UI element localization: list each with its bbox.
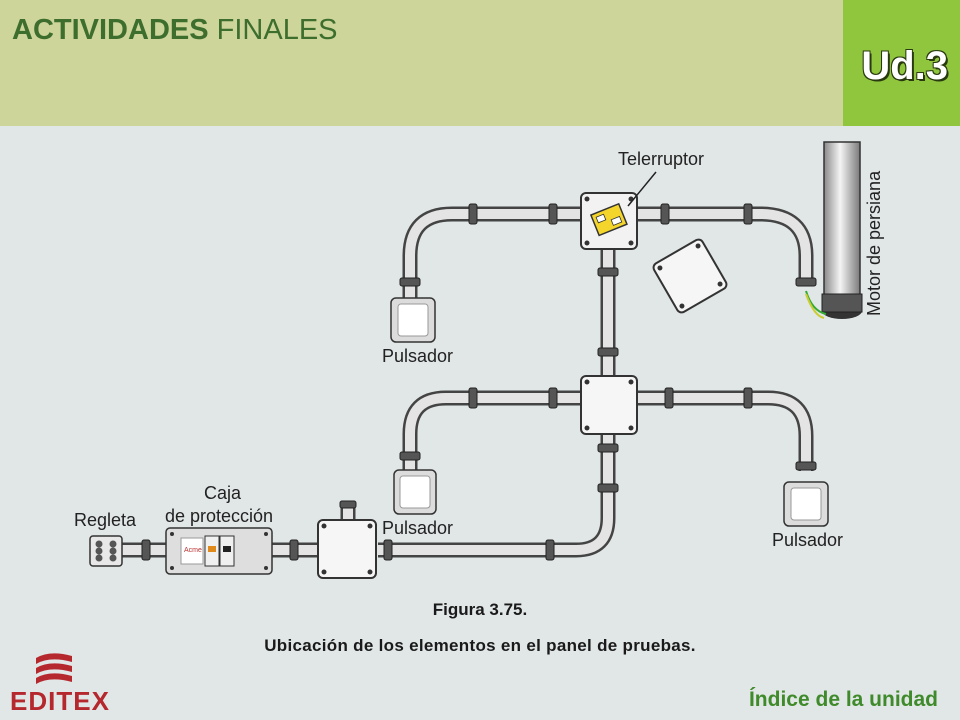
title-regular: FINALES — [216, 14, 338, 46]
header-bar: ACTIVIDADES FINALES — [0, 0, 843, 126]
caja-label-line2: de protección — [165, 506, 273, 526]
junction-box-middle — [580, 375, 638, 435]
junction-box-cover — [652, 238, 728, 314]
junction-box-bottom — [317, 519, 377, 579]
terminal-strip — [89, 535, 123, 567]
page-title: ACTIVIDADES FINALES — [12, 14, 338, 47]
unit-index-link[interactable]: Índice de la unidad — [748, 688, 938, 711]
conduit-fill — [120, 209, 811, 555]
wiring-diagram: Telerruptor Motor de persiana Pulsador P… — [74, 141, 884, 579]
unit-badge: Ud.3 — [843, 0, 960, 126]
telerruptor-device — [589, 202, 628, 237]
caja-label-line1: Caja — [204, 483, 242, 503]
motor-label: Motor de persiana — [864, 170, 884, 316]
telerruptor-label: Telerruptor — [618, 149, 704, 169]
pulsador-top-label: Pulsador — [382, 346, 453, 366]
title-bold: ACTIVIDADES — [12, 14, 209, 46]
pulsador-mid-label: Pulsador — [382, 518, 453, 538]
push-button-right — [783, 481, 829, 527]
motor-shutter — [805, 141, 863, 319]
unit-label: Ud.3 — [861, 44, 948, 88]
push-button-middle — [393, 469, 437, 515]
telerruptor-pointer — [627, 171, 657, 207]
push-button-top — [390, 297, 436, 343]
figure-number: Figura 3.75. — [432, 600, 528, 619]
editex-logo-text: EDITEX — [10, 686, 110, 716]
pulsador-right-label: Pulsador — [772, 530, 843, 550]
figure-caption: Ubicación de los elementos en el panel d… — [264, 636, 696, 655]
regleta-label: Regleta — [74, 510, 137, 530]
svg-text:Acme: Acme — [184, 547, 202, 554]
tube-clamps — [141, 203, 817, 561]
editex-logo-icon — [36, 653, 72, 684]
protection-box: Acme — [165, 527, 273, 575]
